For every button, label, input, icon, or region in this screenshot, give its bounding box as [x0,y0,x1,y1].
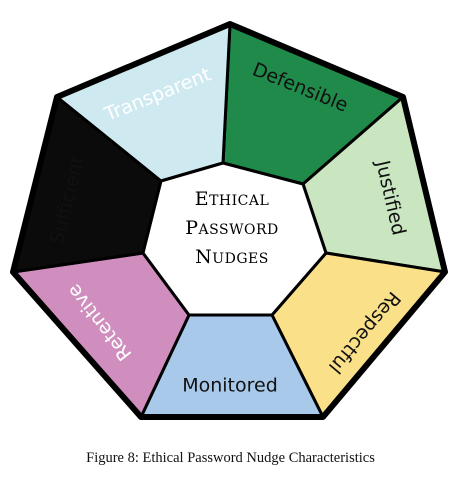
figure-caption: Figure 8: Ethical Password Nudge Charact… [86,450,375,466]
center-label: ETHICAL PASSWORD NUDGES [185,188,278,268]
segment-label-monitored: Monitored [182,375,278,397]
center-line-3: NUDGES [195,246,269,268]
segments-layer [10,21,448,420]
center-line-1: ETHICAL [195,188,270,210]
center-heptagon [141,161,328,317]
outer-border [10,21,448,420]
center-line-2: PASSWORD [185,217,278,239]
